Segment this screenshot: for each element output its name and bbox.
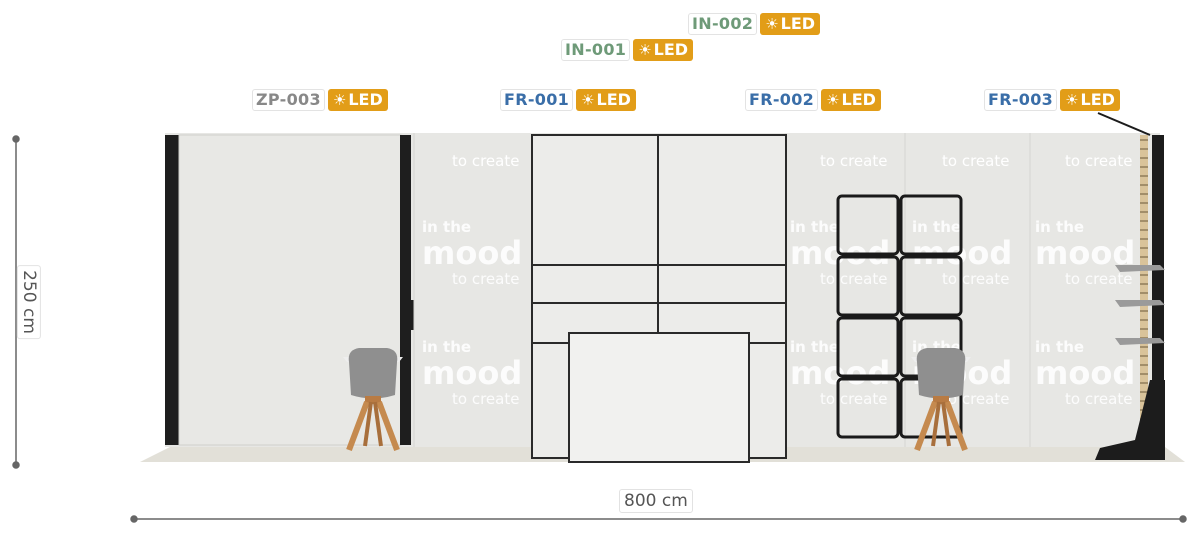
svg-text:in the: in the — [790, 338, 839, 356]
svg-text:to create: to create — [452, 390, 519, 408]
sun-icon: ☀ — [332, 91, 347, 109]
svg-text:to create: to create — [820, 270, 887, 288]
tag-in-002: IN-002 ☀LED — [688, 13, 821, 35]
svg-text:in the: in the — [790, 218, 839, 236]
rack-cell — [836, 194, 900, 256]
tag-code: IN-002 — [688, 13, 758, 35]
counter — [568, 332, 750, 463]
led-label: LED — [841, 90, 876, 109]
svg-text:to create: to create — [820, 152, 887, 170]
led-badge: ☀LED — [327, 89, 388, 111]
tag-code: ZP-003 — [252, 89, 325, 111]
svg-text:mood: mood — [422, 354, 522, 392]
led-label: LED — [780, 14, 816, 33]
svg-text:to create: to create — [1065, 270, 1132, 288]
tag-zp-003: ZP-003 ☀LED — [252, 89, 388, 111]
chair — [911, 348, 971, 452]
sun-icon: ☀ — [1065, 91, 1079, 109]
svg-text:in the: in the — [422, 218, 471, 236]
svg-text:to create: to create — [942, 152, 1009, 170]
svg-text:to create: to create — [942, 270, 1009, 288]
rack-cell — [899, 255, 963, 317]
branding-tile: to create — [942, 152, 1009, 170]
svg-text:to create: to create — [1065, 152, 1132, 170]
sun-icon: ☀ — [765, 15, 779, 33]
svg-text:mood: mood — [790, 354, 890, 392]
side-display — [1095, 112, 1165, 460]
tag-in-001: IN-001 ☀LED — [561, 39, 694, 61]
chair-leg — [376, 400, 400, 452]
svg-text:to create: to create — [452, 270, 519, 288]
tag-fr-002: FR-002 ☀LED — [745, 89, 881, 111]
svg-text:in the: in the — [1035, 338, 1084, 356]
width-dimension-label: 800 cm — [619, 489, 693, 513]
led-label: LED — [596, 90, 631, 109]
led-badge: ☀LED — [1060, 89, 1120, 111]
tag-fr-001: FR-001 ☀LED — [500, 89, 636, 111]
rack-cell — [899, 194, 963, 256]
svg-text:mood: mood — [1035, 354, 1135, 392]
chair-shell — [916, 348, 966, 399]
height-dimension-label: 250 cm — [16, 265, 41, 339]
led-badge: ☀LED — [633, 39, 694, 61]
branding-tile: to create — [452, 152, 519, 170]
svg-text:to create: to create — [820, 390, 887, 408]
led-label: LED — [1080, 90, 1115, 109]
chair-shell — [348, 348, 398, 399]
svg-text:to create: to create — [452, 152, 519, 170]
sun-icon: ☀ — [638, 41, 652, 59]
tag-code: FR-002 — [745, 89, 819, 111]
rack-cell — [836, 255, 900, 317]
rack-cell — [836, 377, 900, 439]
chair-leg — [944, 400, 968, 452]
height-dimension-line — [12, 135, 20, 469]
svg-text:in the: in the — [1035, 218, 1084, 236]
led-badge: ☀LED — [760, 13, 821, 35]
led-badge: ☀LED — [821, 89, 881, 111]
sun-icon: ☀ — [581, 91, 595, 109]
tag-code: IN-001 — [561, 39, 631, 61]
width-dimension-line — [130, 515, 1187, 523]
chair-leg — [914, 400, 938, 452]
tag-fr-003: FR-003 ☀LED — [984, 89, 1120, 111]
led-label: LED — [653, 40, 689, 59]
svg-text:to create: to create — [1065, 390, 1132, 408]
branding-tile: to create — [1065, 152, 1132, 170]
svg-text:in the: in the — [912, 218, 961, 236]
tag-code: FR-003 — [984, 89, 1058, 111]
chair-leg — [346, 400, 370, 452]
sun-icon: ☀ — [826, 91, 840, 109]
tag-code: FR-001 — [500, 89, 574, 111]
svg-text:in the: in the — [422, 338, 471, 356]
chair — [343, 348, 403, 452]
rack-cell — [836, 316, 900, 378]
svg-text:mood: mood — [422, 234, 522, 272]
led-label: LED — [348, 90, 383, 109]
branding-tile: to create — [820, 152, 887, 170]
led-badge: ☀LED — [576, 89, 636, 111]
